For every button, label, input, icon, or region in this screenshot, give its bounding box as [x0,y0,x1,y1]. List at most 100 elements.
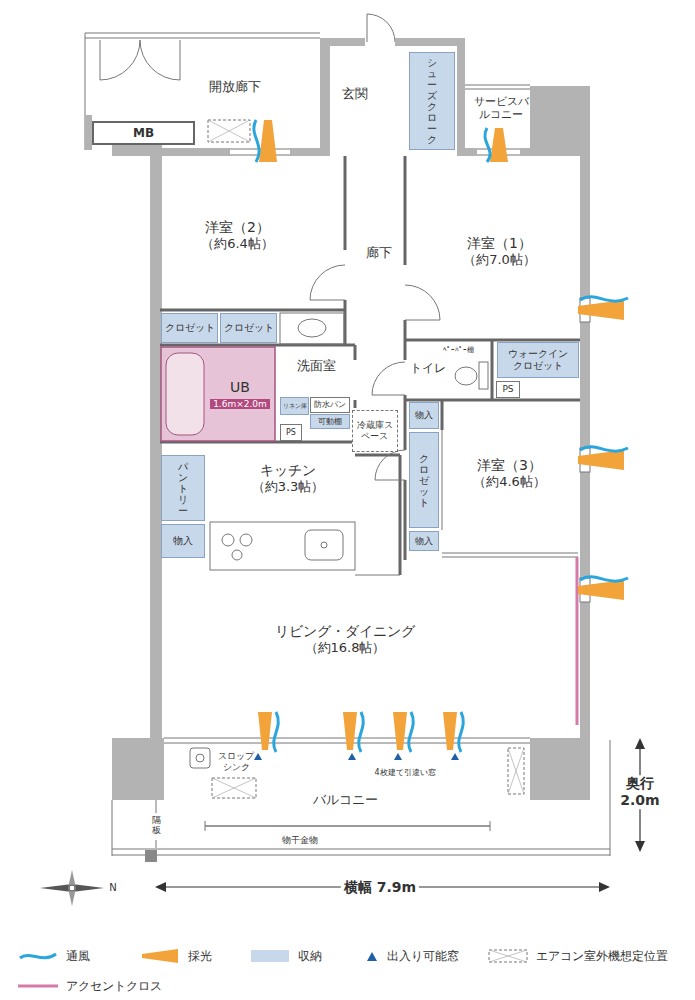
node-title: 冷蔵庫スペース [356,420,394,442]
room-label: 廊下 [356,241,402,265]
window-note: 4枚建て引違い窓 [374,768,435,778]
legend-sample [488,948,528,964]
storage-box: シューズクローク [409,52,455,150]
pipe-space: PS [496,381,520,398]
storage-box: クロゼット [409,432,439,528]
node-title: バルコニー [313,792,378,808]
storage-box: 物入 [409,531,439,551]
legend-item: エアコン室外機想定位置 [488,947,668,965]
dimension-label: 奥行 2.0m [617,775,662,809]
node-subtext: （約4.6帖） [473,474,546,490]
legend-text: 収納 [298,948,322,965]
legend-text: エアコン室外機想定位置 [536,948,668,965]
node-title: MB [133,126,154,140]
legend-item: 出入り可能窓 [365,947,459,965]
legend-sample [18,948,58,964]
room-label: リビング・ダイニング（約16.8帖） [265,615,425,663]
legend-item: 採光 [140,947,212,965]
legend-sample [140,948,180,964]
legend-item: アクセントクロス [18,977,162,995]
storage-box: 物入 [409,402,439,429]
interior-walls [160,156,580,575]
legend-sample [365,948,379,964]
node-title: 洋室（1） [467,235,532,252]
node-title: 可動棚 [318,417,342,427]
node-title: キッチン [260,462,316,479]
node-title: パントリー [178,461,188,516]
legend-text: 出入り可能窓 [387,948,459,965]
node-title: シューズクローク [427,57,437,145]
storage-box: パントリー [161,455,205,521]
legend-item: 収納 [250,947,322,965]
node-title: サービスバルコニー [472,95,529,121]
node-title: 廊下 [366,245,392,261]
accent-cross [577,557,578,725]
fixtures [161,313,488,768]
node-subtext: （約16.8帖） [305,640,386,656]
fixture-label: 物干金物 [279,835,321,846]
storage-box: リネン庫 [280,397,309,415]
fridge-space: 冷蔵庫スペース [352,410,398,452]
node-title: 防水パン [314,400,346,410]
node-title: 物入 [415,536,433,547]
node-title: 開放廊下 [209,79,261,95]
dimension-lines [155,738,645,892]
area-label: 開放廊下 [190,76,280,98]
ventilation-light-icons [254,120,628,760]
storage-box: クロゼット [220,313,277,343]
node-title: 洋室（3） [477,457,542,474]
legend-text: 採光 [188,948,212,965]
node-title: 洗面室 [297,358,336,374]
node-title: 物入 [415,410,433,421]
storage-box: 可動棚 [310,414,350,429]
node-title: PS [502,384,513,395]
node-title: クロゼット [165,322,215,334]
storage-box: 物入 [161,524,205,558]
node-title: ウォークインクロゼット [507,348,569,372]
room-label: 洋室（3）（約4.6帖） [452,450,567,496]
compass-label: N [109,882,116,894]
room-label: トイレ [407,356,449,380]
meter-box: MB [92,121,195,145]
node-subtext: （約7.0帖） [463,252,536,268]
dimension-label: 横幅 7.9m [341,879,419,896]
node-title: UB [230,379,250,396]
area-label: サービスバルコニー [466,92,536,124]
area-label: バルコニー [300,788,390,812]
legend-text: アクセントクロス [66,978,162,995]
node-title: PS [286,428,296,438]
node-title: クロゼット [419,453,429,508]
node-title: 玄関 [342,86,368,102]
node-subtext: 1.6m×2.0m [210,399,270,410]
legend-text: 通風 [66,948,90,965]
node-title: 洋室（2） [205,219,270,236]
partition-label: 隔板 [149,816,164,836]
balcony [112,740,610,862]
storage-box: クロゼット [161,313,218,343]
fixture-box: 防水パン [310,397,350,413]
room-label: 洋室（2）（約6.4帖） [180,212,295,258]
node-title: リビング・ダイニング [275,623,415,640]
exterior-walls [85,14,590,800]
legend-sample [18,978,58,994]
room-label: 玄関 [332,82,378,106]
fixture-label: スロップシンク [218,751,254,773]
node-title: クロゼット [224,322,274,334]
node-title: リネン庫 [283,403,307,410]
legend-item: 通風 [18,947,90,965]
node-title: トイレ [410,361,446,375]
storage-box: ウォークインクロゼット [497,342,579,378]
node-subtext: （約3.3帖） [252,479,325,495]
legend-sample [250,948,290,964]
fixture-note: ﾍﾟｰﾊﾟｰ棚 [443,346,474,354]
legend-swatch [251,950,289,962]
node-subtext: （約6.4帖） [201,236,274,252]
room-label: キッチン（約3.3帖） [228,455,348,501]
pipe-space: PS [280,424,302,441]
room-label: 洗面室 [280,354,352,378]
bathroom-unit: UB 1.6m×2.0m [161,347,275,441]
compass [40,870,104,906]
room-label: 洋室（1）（約7.0帖） [442,228,557,274]
node-title: 物入 [173,535,193,547]
